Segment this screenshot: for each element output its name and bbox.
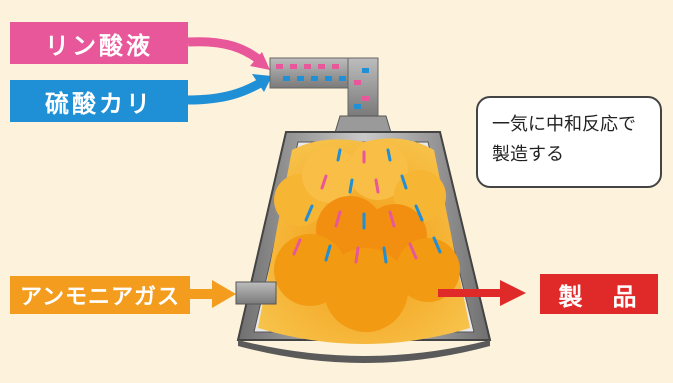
arrow-product-head xyxy=(500,280,526,306)
spray-droplets xyxy=(292,148,442,264)
arrow-sulfate-head xyxy=(252,74,272,92)
ammonia-inlet-pipe xyxy=(235,281,277,305)
reaction-note-line-2: 製造する xyxy=(492,144,564,165)
feed-pipe xyxy=(269,57,393,137)
potassium-sulfate-label: 硫酸カリ xyxy=(10,80,188,122)
reactor-vessel xyxy=(236,131,492,363)
reaction-note-line-1: 一気に中和反応で xyxy=(492,114,636,135)
arrow-phosphoric-head xyxy=(250,52,270,70)
product-label: 製 品 xyxy=(540,274,658,314)
arrow-sulfate xyxy=(187,78,265,105)
reaction-note: 一気に中和反応で 製造する xyxy=(476,96,662,188)
phosphoric-acid-label: リン酸液 xyxy=(10,22,188,64)
arrow-ammonia-head xyxy=(212,280,236,308)
ammonia-gas-label: アンモニアガス xyxy=(10,276,190,314)
arrow-phosphoric xyxy=(187,37,265,66)
